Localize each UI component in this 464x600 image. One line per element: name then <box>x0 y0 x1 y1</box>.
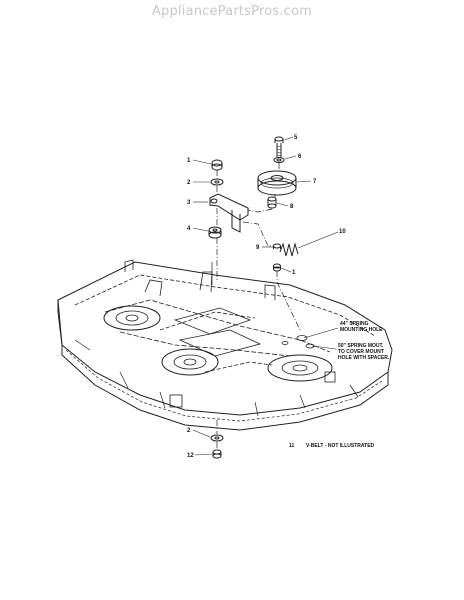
note-spring50-line1: 50" SPRING MOUT. <box>338 343 384 349</box>
note-vbelt-number: 11 <box>289 443 295 449</box>
spacer-icon <box>267 196 277 209</box>
note-spring50-line3: HOLE WITH SPACER. <box>338 355 390 361</box>
callout-6-washer: 6 <box>298 154 302 160</box>
nut-icon <box>273 263 281 272</box>
callouts: 1 2 3 4 5 6 7 8 9 10 1 2 12 <box>187 135 346 459</box>
mower-deck <box>57 259 393 431</box>
note-spring50-line2: TO COVER MOUNT <box>338 349 384 355</box>
nut-icon <box>273 243 281 249</box>
bushing-icon <box>208 226 222 239</box>
callout-3-idler-arm: 3 <box>187 200 191 206</box>
nut-icon <box>211 159 223 171</box>
bolt-icon <box>212 449 222 459</box>
callout-7-pulley: 7 <box>313 179 317 185</box>
leader-lines <box>192 136 339 456</box>
callout-9-nut: 9 <box>256 245 260 251</box>
exploded-parts <box>208 136 301 459</box>
watermark: AppliancePartsPros.com <box>151 4 313 19</box>
note-spring44-line2: MOUNTING HOLE <box>340 327 383 333</box>
note-spring44-line1: 44" SPRING <box>340 321 369 327</box>
notes: 44" SPRING MOUNTING HOLE 50" SPRING MOUT… <box>289 321 390 449</box>
callout-5-bolt: 5 <box>294 135 298 141</box>
washer-icon <box>210 178 224 186</box>
callout-2-washer-lower: 2 <box>187 428 191 434</box>
callout-8-spacer: 8 <box>290 204 294 210</box>
bolt-icon <box>274 136 284 158</box>
note-vbelt-text: V-BELT - NOT ILLUSTRATED <box>306 443 375 449</box>
washer-icon <box>210 434 224 442</box>
washer-icon <box>273 157 285 163</box>
callout-1-nut: 1 <box>187 158 191 164</box>
idler-arm-icon <box>209 193 249 233</box>
callout-10-spring: 10 <box>339 229 346 235</box>
spring-icon <box>279 242 299 257</box>
callout-2-washer: 2 <box>187 180 191 186</box>
idler-pulley-icon <box>257 170 297 196</box>
callout-12-bolt: 12 <box>187 453 194 459</box>
callout-4-bushing: 4 <box>187 226 191 232</box>
callout-1-nut-lower: 1 <box>292 270 296 276</box>
